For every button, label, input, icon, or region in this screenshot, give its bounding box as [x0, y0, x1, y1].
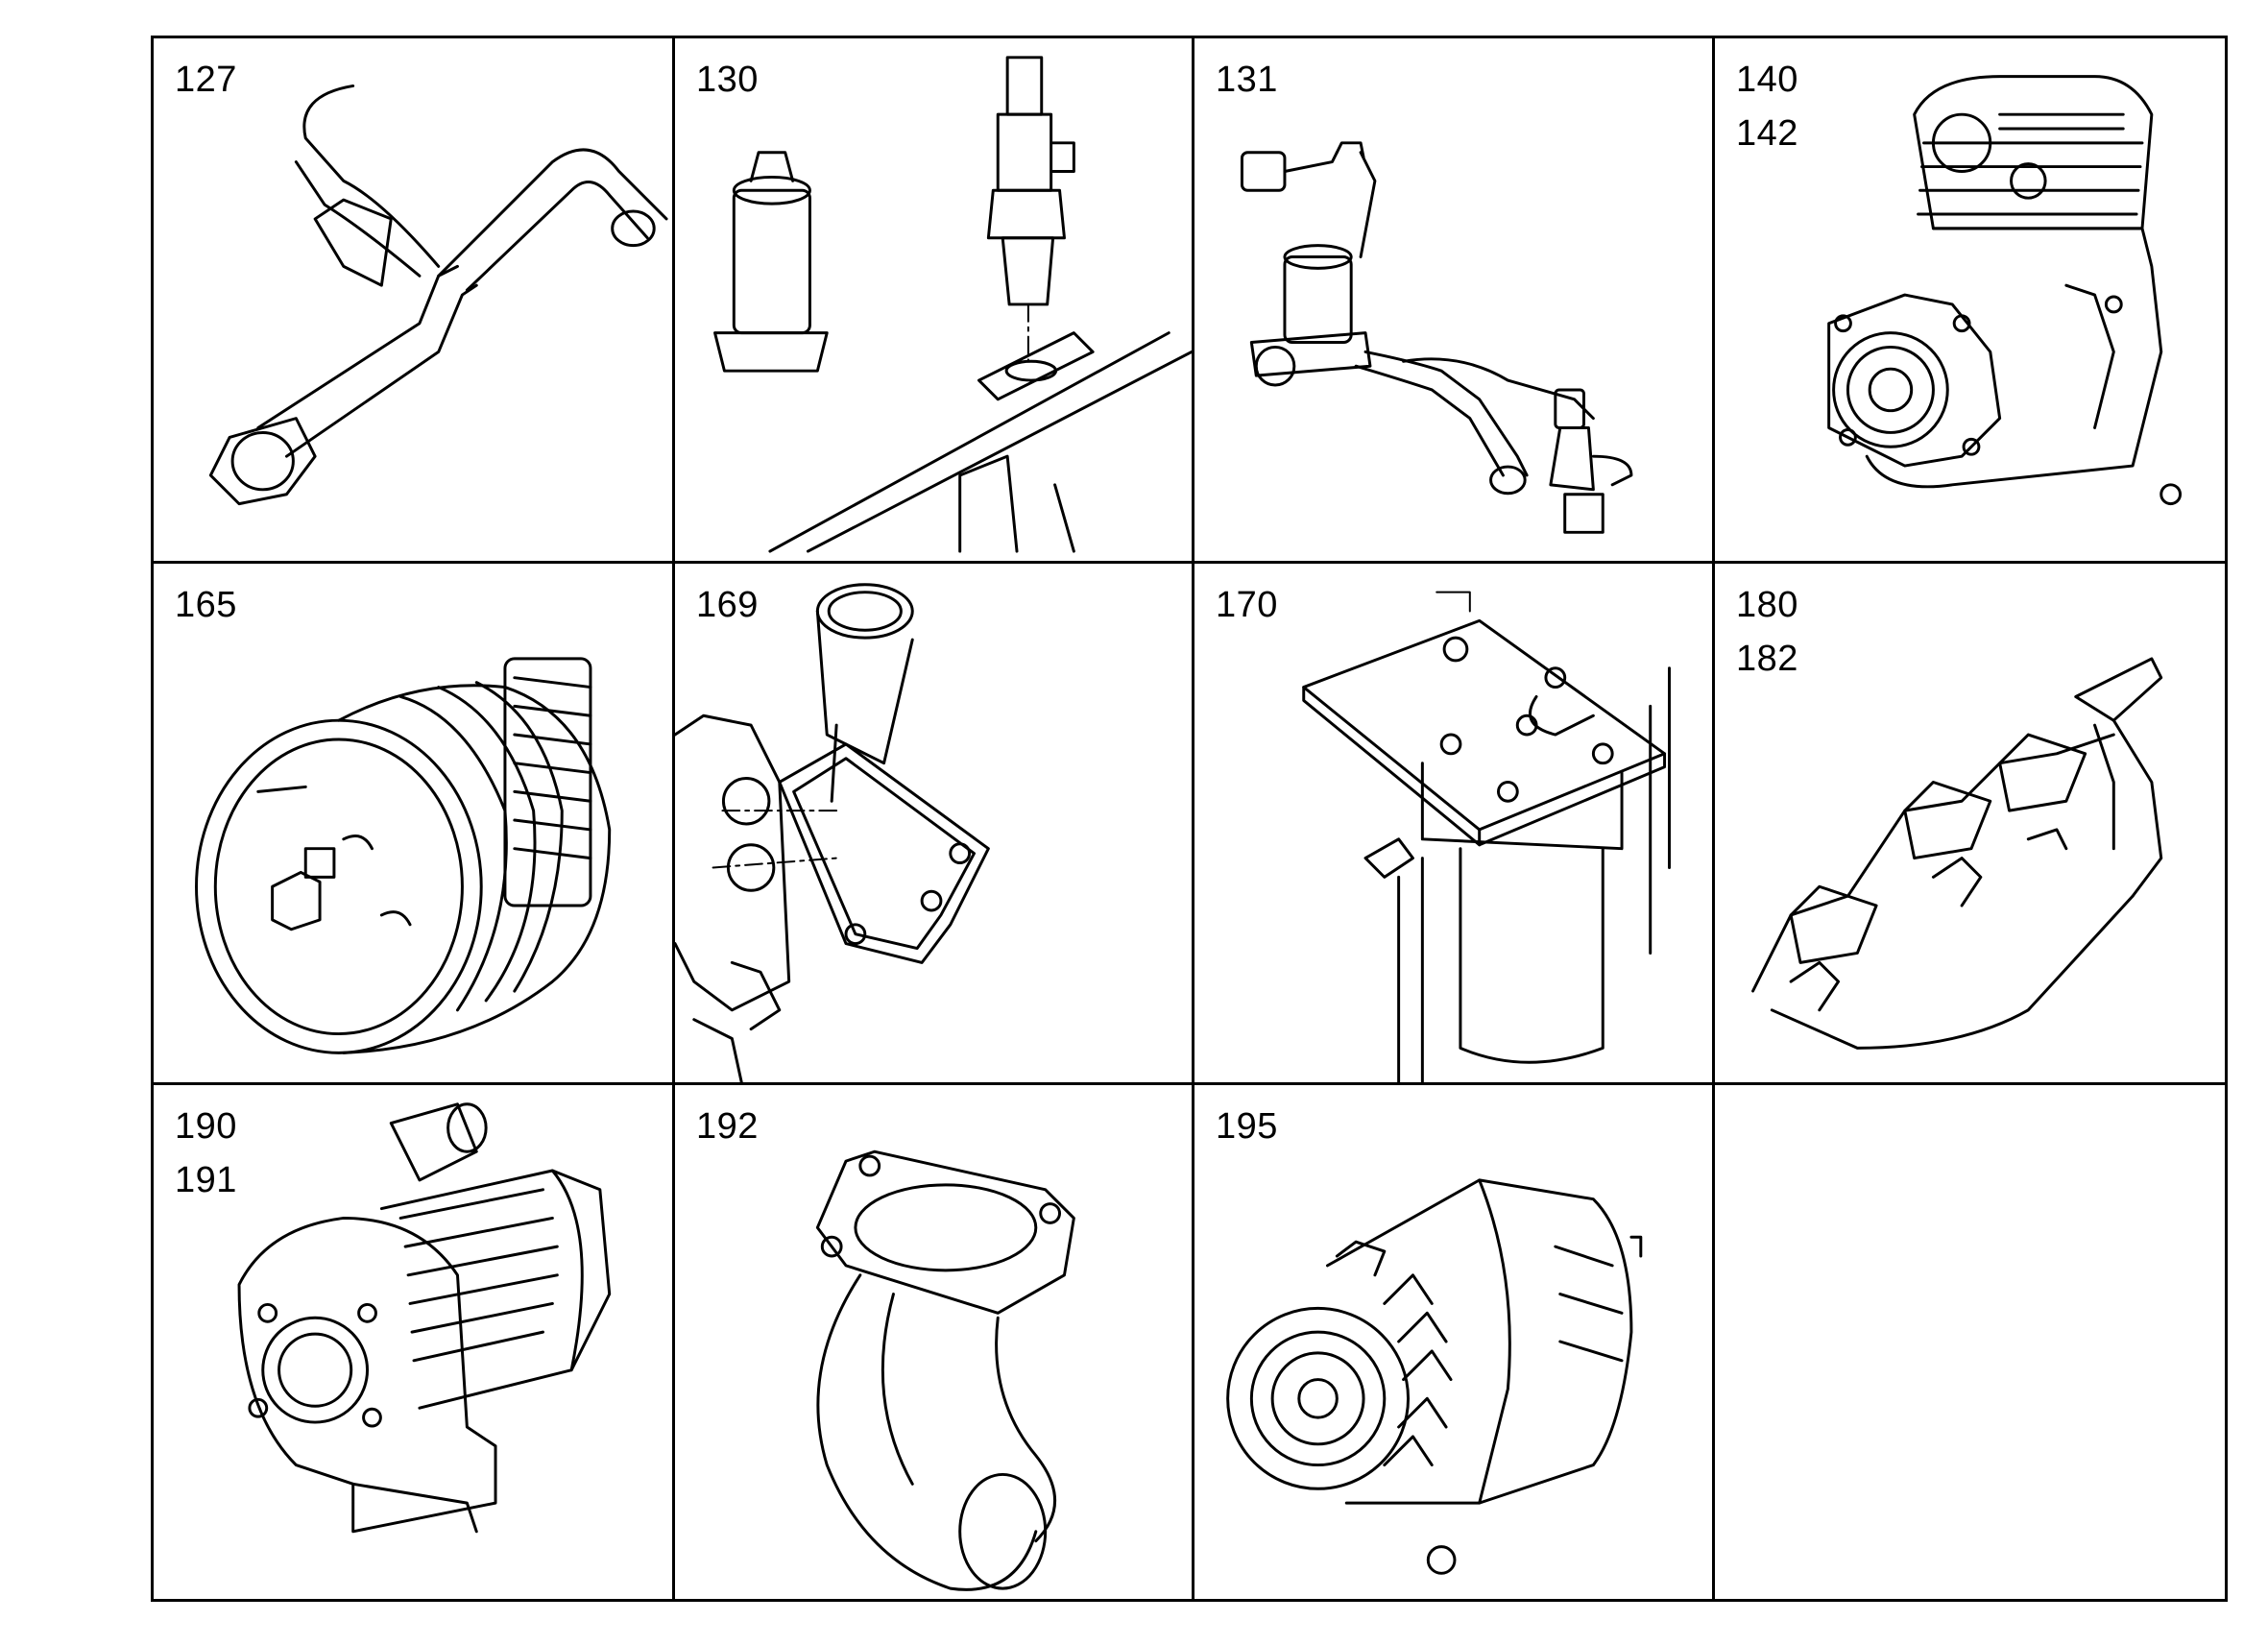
water-outlet-housing-illustration: [675, 583, 990, 1082]
cell-180-182[interactable]: 180 182: [1712, 561, 2228, 1085]
part-number: 180: [1736, 585, 1798, 625]
part-number: 170: [1216, 585, 1278, 625]
part-number: 165: [175, 585, 237, 625]
exhaust-manifold-illustration: [1751, 657, 2163, 1050]
air-compressor-illustration: [1827, 75, 2183, 506]
part-number: 130: [696, 60, 759, 100]
part-number: 190: [175, 1106, 237, 1147]
cell-195[interactable]: 195: [1192, 1082, 1715, 1602]
cell-131[interactable]: 131: [1192, 36, 1715, 564]
cell-190-191[interactable]: 190 191: [151, 1082, 675, 1602]
part-number-secondary: 182: [1736, 639, 1798, 679]
part-number: 195: [1216, 1106, 1278, 1147]
fan-clutch-illustration: [195, 657, 612, 1054]
cell-170[interactable]: 170: [1192, 561, 1715, 1085]
filter-bracket-illustration: [1302, 591, 1671, 1082]
cell-165[interactable]: 165: [151, 561, 675, 1085]
elbow-pipe-illustration: [815, 1149, 1075, 1591]
part-number: 140: [1736, 60, 1798, 100]
part-number-secondary: 142: [1736, 113, 1798, 154]
part-number: 127: [175, 60, 237, 100]
part-number: 169: [696, 585, 759, 625]
cell-192[interactable]: 192: [672, 1082, 1194, 1602]
part-number: 131: [1216, 60, 1278, 100]
alternator-illustration: [1226, 1178, 1643, 1575]
part-number: 192: [696, 1106, 759, 1147]
part-number-secondary: 191: [175, 1160, 237, 1200]
cell-empty: [1712, 1082, 2228, 1602]
sensor-injector-illustration: [713, 56, 1192, 553]
cell-140-142[interactable]: 140 142: [1712, 36, 2228, 564]
injection-lines-illustration: [1240, 141, 1633, 534]
cell-169[interactable]: 169: [672, 561, 1194, 1085]
cell-130[interactable]: 130: [672, 36, 1194, 564]
pipe-illustration: [208, 84, 668, 506]
parts-grid: 127 130: [151, 36, 2228, 1602]
cell-127[interactable]: 127: [151, 36, 675, 564]
turbocharger-illustration: [237, 1102, 612, 1534]
